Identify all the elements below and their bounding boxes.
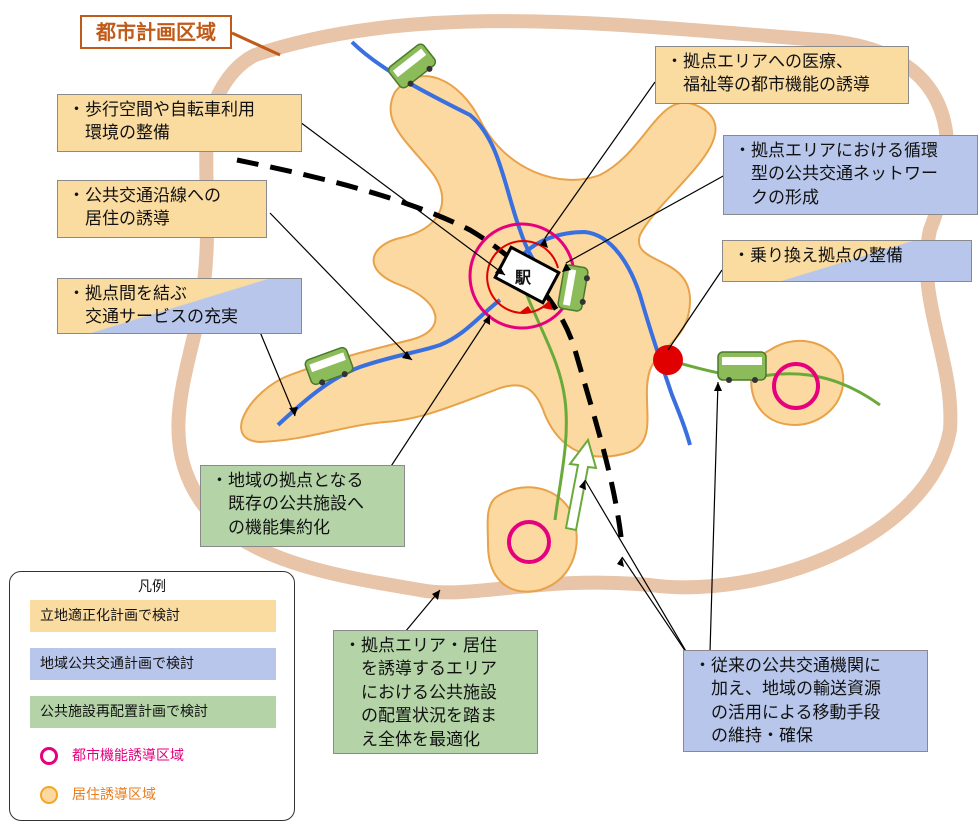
legend-label-urban-function: 都市機能誘導区域	[72, 748, 184, 764]
callout-walking-cycling: ・歩行空間や自転車利用 環境の整備	[57, 94, 302, 152]
circulation-loop-arrow	[486, 240, 559, 314]
title-pointer	[231, 31, 281, 57]
bus-icon-station	[557, 264, 590, 312]
callout-circular-network: ・拠点エリアにおける循環 型の公共交通ネットワー クの形成	[723, 135, 978, 215]
urban-function-ring-south	[507, 520, 551, 564]
legend: 凡例 立地適正化計画で検討 地域公共交通計画で検討 公共施設再配置計画で検討 都…	[9, 571, 295, 821]
callout-medical-welfare: ・拠点エリアへの医療、 福祉等の都市機能の誘導	[655, 46, 909, 104]
callout-inter-hub-service: ・拠点間を結ぶ 交通サービスの充実	[57, 278, 302, 334]
south-residential-area	[486, 486, 578, 593]
leader-arrowheads	[289, 238, 722, 600]
legend-item-regional-transport: 地域公共交通計画で検討	[30, 648, 276, 680]
urban-function-ring-east	[772, 362, 820, 410]
residential-area-symbol	[40, 786, 58, 804]
callout-consolidate-facilities: ・地域の拠点となる 既存の公共施設へ の機能集約化	[200, 465, 405, 547]
bus-line-loop	[518, 229, 692, 446]
leader-lines	[259, 81, 726, 659]
bus-icon-west	[304, 346, 354, 386]
main-residential-area	[240, 75, 717, 458]
callout-transport-resources: ・従来の公共交通機関に 加え、地域の輸送資源 の活用による移動手段 の維持・確保	[683, 650, 928, 752]
transfer-hub-dot	[653, 345, 683, 375]
bus-icon-north	[387, 43, 437, 89]
legend-label-residential: 居住誘導区域	[72, 787, 156, 803]
city-planning-area-title: 都市計画区域	[80, 15, 232, 49]
bus-line-west	[276, 298, 502, 427]
legend-title: 凡例	[138, 579, 166, 595]
feeder-line-east	[667, 358, 881, 407]
station-label: 駅	[515, 268, 532, 287]
station-building	[493, 245, 561, 305]
callout-residential-along-transit: ・公共交通沿線への 居住の誘導	[57, 180, 267, 238]
circulation-arrowhead	[520, 306, 532, 312]
legend-item-location-optimization: 立地適正化計画で検討	[30, 600, 276, 632]
callout-optimize-facilities: ・拠点エリア・居住 を誘導するエリア における公共施設 の配置状況を踏ま え全体…	[333, 630, 538, 754]
legend-item-facility-reallocation: 公共施設再配置計画で検討	[30, 696, 276, 728]
circulation-arrowhead-2	[543, 300, 553, 310]
urban-function-area-symbol	[40, 747, 58, 765]
callout-transfer-hub: ・乗り換え拠点の整備	[722, 240, 972, 282]
bus-icon-east	[717, 351, 767, 383]
